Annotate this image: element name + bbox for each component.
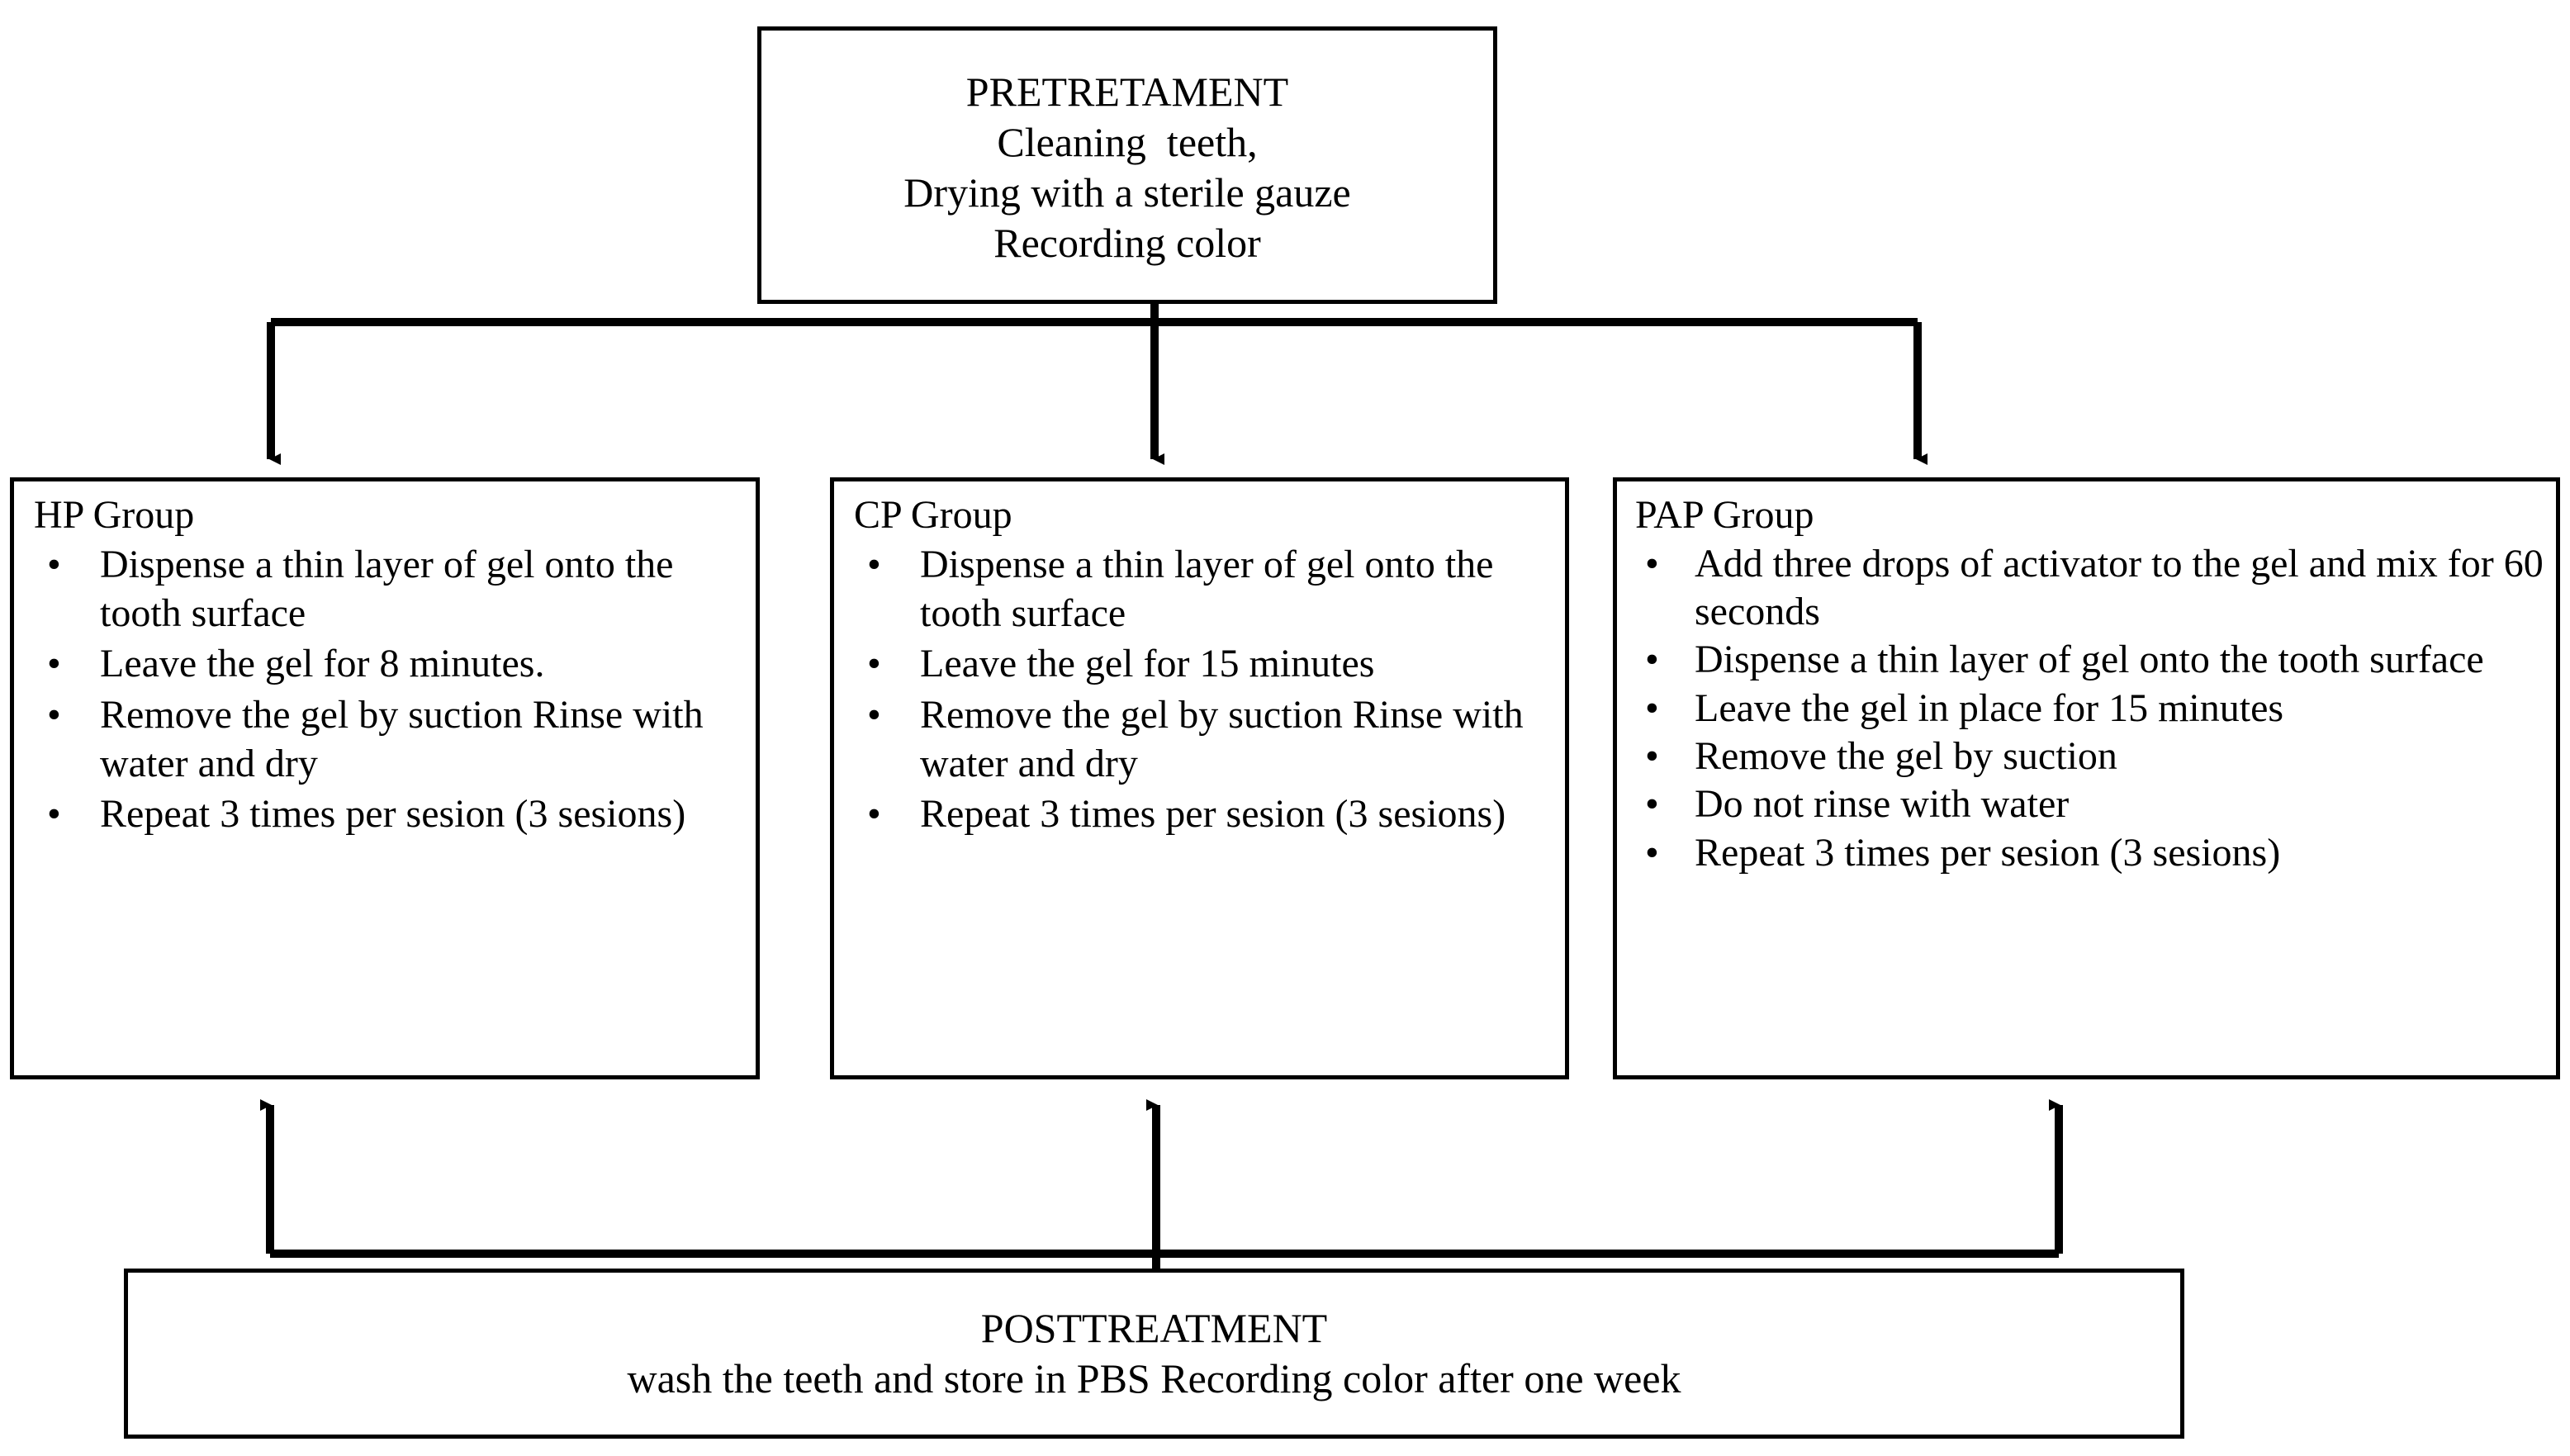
bullet-icon: •: [1645, 733, 1659, 778]
pretreatment-heading: PRETRETAMENT: [965, 69, 1289, 115]
bullet-icon: •: [1645, 782, 1659, 827]
list-item: • Leave the gel for 15 minutes: [847, 639, 1557, 688]
list-item-label: Dispense a thin layer of gel onto the to…: [100, 542, 674, 635]
pretreatment-line-1: Cleaning teeth,: [997, 119, 1258, 165]
list-item-label: Leave the gel for 8 minutes.: [100, 642, 545, 686]
pretreatment-box: PRETRETAMENT Cleaning teeth, Drying with…: [757, 26, 1497, 304]
split-connector: [267, 304, 1928, 465]
bullet-icon: •: [47, 692, 61, 737]
pretreatment-line-2: Drying with a sterile gauze: [903, 169, 1351, 216]
list-item: • Dispense a thin layer of gel onto the …: [847, 540, 1557, 638]
list-item: • Leave the gel for 8 minutes.: [27, 639, 747, 688]
merge-connector: [260, 1099, 2063, 1269]
list-item: • Do not rinse with water: [1630, 780, 2548, 828]
list-item-label: Dispense a thin layer of gel onto the to…: [920, 542, 1494, 635]
list-item: • Repeat 3 times per sesion (3 sesions): [27, 790, 747, 838]
bullet-icon: •: [47, 542, 61, 586]
list-item: • Add three drops of activator to the ge…: [1630, 540, 2548, 637]
list-item-label: Repeat 3 times per sesion (3 sesions): [920, 792, 1506, 837]
list-item: • Dispense a thin layer of gel onto the …: [27, 540, 747, 638]
cp-group-title: CP Group: [854, 493, 1012, 537]
list-item-label: Remove the gel by suction: [1695, 733, 2117, 778]
posttreatment-heading: POSTTREATMENT: [980, 1305, 1328, 1351]
hp-group-title: HP Group: [34, 493, 195, 537]
posttreatment-box: POSTTREATMENT wash the teeth and store i…: [124, 1269, 2184, 1439]
bullet-icon: •: [47, 642, 61, 686]
hp-group-steps: • Dispense a thin layer of gel onto the …: [27, 540, 747, 839]
list-item-label: Do not rinse with water: [1695, 782, 2070, 827]
list-item: • Repeat 3 times per sesion (3 sesions): [1630, 829, 2548, 877]
bullet-icon: •: [1645, 830, 1659, 875]
bullet-icon: •: [1645, 685, 1659, 730]
bullet-icon: •: [1645, 541, 1659, 586]
cp-group-box: CP Group • Dispense a thin layer of gel …: [830, 477, 1569, 1079]
list-item: • Dispense a thin layer of gel onto the …: [1630, 636, 2548, 684]
bullet-icon: •: [1645, 638, 1659, 682]
list-item: • Remove the gel by suction: [1630, 733, 2548, 780]
pap-group-steps: • Add three drops of activator to the ge…: [1630, 540, 2548, 877]
list-item-label: Dispense a thin layer of gel onto the to…: [1695, 638, 2484, 682]
pap-group-box: PAP Group • Add three drops of activator…: [1613, 477, 2560, 1079]
bullet-icon: •: [867, 792, 881, 837]
pretreatment-line-3: Recording color: [993, 220, 1261, 266]
list-item-label: Add three drops of activator to the gel …: [1695, 541, 2544, 634]
list-item-label: Leave the gel for 15 minutes: [920, 642, 1375, 686]
list-item: • Repeat 3 times per sesion (3 sesions): [847, 790, 1557, 838]
bullet-icon: •: [867, 642, 881, 686]
list-item: • Remove the gel by suction Rinse with w…: [847, 690, 1557, 789]
bullet-icon: •: [867, 692, 881, 737]
list-item-label: Repeat 3 times per sesion (3 sesions): [100, 792, 686, 837]
hp-group-box: HP Group • Dispense a thin layer of gel …: [10, 477, 760, 1079]
list-item-label: Remove the gel by suction Rinse with wat…: [100, 692, 704, 785]
list-item: • Leave the gel in place for 15 minutes: [1630, 685, 2548, 733]
pap-group-title: PAP Group: [1635, 493, 1814, 537]
list-item-label: Repeat 3 times per sesion (3 sesions): [1695, 830, 2281, 875]
list-item-label: Leave the gel in place for 15 minutes: [1695, 685, 2284, 730]
bullet-icon: •: [47, 792, 61, 837]
list-item: • Remove the gel by suction Rinse with w…: [27, 690, 747, 789]
list-item-label: Remove the gel by suction Rinse with wat…: [920, 692, 1524, 785]
bullet-icon: •: [867, 542, 881, 586]
cp-group-steps: • Dispense a thin layer of gel onto the …: [847, 540, 1557, 839]
posttreatment-subtext: wash the teeth and store in PBS Recordin…: [627, 1355, 1681, 1401]
